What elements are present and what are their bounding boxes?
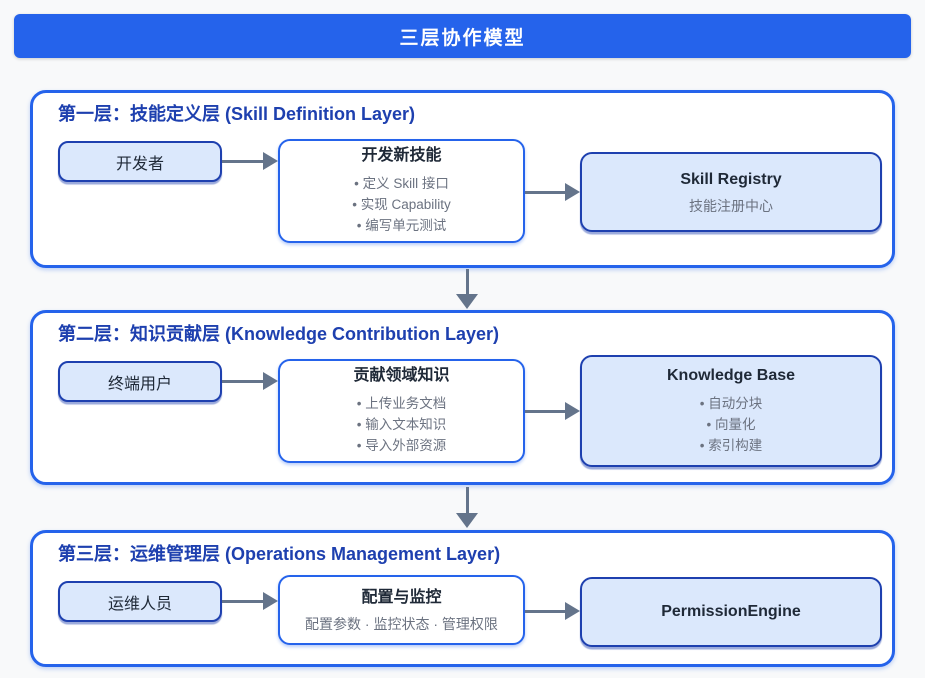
arrow-shaft	[222, 379, 263, 383]
arrow-right-icon	[525, 401, 580, 421]
actor-label: 终端用户	[107, 375, 172, 393]
layer-skill-definition: 第一层：技能定义层 (Skill Definition Layer) 开发者 开…	[30, 90, 895, 268]
process-title: 配置与监控	[361, 588, 442, 606]
layer-1-heading: 第一层：技能定义层 (Skill Definition Layer)	[58, 104, 416, 124]
arrow-shaft	[525, 190, 565, 194]
bullet-item: • 编写单元测试	[356, 218, 447, 233]
bullet-item: • 实现 Capability	[352, 197, 451, 212]
actor-box-end-user: 终端用户	[58, 361, 222, 402]
diagram-title: 三层协作模型	[399, 27, 526, 49]
arrow-right-icon	[525, 182, 580, 202]
bullet-item: • 定义 Skill 接口	[354, 176, 449, 191]
arrow-right-icon	[525, 601, 580, 621]
arrow-head	[263, 152, 278, 170]
bullet-item: • 导入外部资源	[356, 438, 447, 453]
arrow-head	[565, 402, 580, 420]
process-box-contribute-knowledge: 贡献领域知识 • 上传业务文档 • 输入文本知识 • 导入外部资源	[278, 359, 525, 463]
arrow-down-icon	[456, 487, 478, 528]
arrow-right-icon	[222, 371, 278, 391]
actor-label: 运维人员	[107, 595, 172, 613]
result-box-knowledge-base: Knowledge Base • 自动分块 • 向量化 • 索引构建	[580, 355, 882, 467]
process-bullet-list: • 上传业务文档 • 输入文本知识 • 导入外部资源	[357, 393, 446, 456]
actor-box-developer: 开发者	[58, 141, 222, 182]
arrow-right-icon	[222, 151, 278, 171]
arrow-head	[456, 294, 478, 309]
layer-operations-management: 第三层：运维管理层 (Operations Management Layer) …	[30, 530, 895, 667]
process-subtitle: 配置参数 · 监控状态 · 管理权限	[305, 615, 498, 632]
result-title: PermissionEngine	[661, 603, 801, 620]
result-title: Knowledge Base	[666, 367, 796, 384]
result-box-skill-registry: Skill Registry 技能注册中心	[580, 152, 882, 232]
arrow-shaft	[222, 599, 263, 603]
arrow-shaft	[525, 609, 565, 613]
process-title: 开发新技能	[361, 147, 442, 164]
arrow-head	[565, 602, 580, 620]
result-box-permission-engine: PermissionEngine	[580, 577, 882, 647]
process-bullet-list: • 定义 Skill 接口 • 实现 Capability • 编写单元测试	[352, 173, 451, 236]
arrow-head	[565, 183, 580, 201]
arrow-down-icon	[456, 269, 478, 309]
arrow-shaft	[222, 159, 263, 163]
bullet-item: • 向量化	[706, 417, 756, 432]
bullet-item: • 自动分块	[699, 396, 763, 411]
arrow-head	[263, 592, 278, 610]
bullet-item: • 输入文本知识	[356, 417, 447, 432]
arrow-right-icon	[222, 591, 278, 611]
bullet-item: • 上传业务文档	[356, 396, 447, 411]
actor-label: 开发者	[115, 155, 164, 173]
actor-box-ops-staff: 运维人员	[58, 581, 222, 622]
bullet-item: • 索引构建	[699, 438, 763, 453]
process-title: 贡献领域知识	[353, 367, 450, 384]
arrow-head	[263, 372, 278, 390]
layer-2-heading: 第二层：知识贡献层 (Knowledge Contribution Layer)	[58, 324, 499, 344]
arrow-shaft	[525, 409, 565, 413]
arrow-shaft	[465, 269, 469, 294]
diagram-title-bar: 三层协作模型	[14, 14, 911, 58]
process-box-develop-skill: 开发新技能 • 定义 Skill 接口 • 实现 Capability • 编写单元…	[278, 139, 525, 243]
process-box-configure-monitor: 配置与监控 配置参数 · 监控状态 · 管理权限	[278, 575, 525, 645]
result-subtitle: 技能注册中心	[689, 197, 773, 214]
layer-knowledge-contribution: 第二层：知识贡献层 (Knowledge Contribution Layer)…	[30, 310, 895, 485]
arrow-head	[456, 513, 478, 528]
result-title: Skill Registry	[680, 170, 782, 188]
arrow-shaft	[465, 487, 469, 513]
result-bullet-list: • 自动分块 • 向量化 • 索引构建	[700, 393, 762, 456]
layer-3-heading: 第三层：运维管理层 (Operations Management Layer)	[58, 544, 501, 564]
